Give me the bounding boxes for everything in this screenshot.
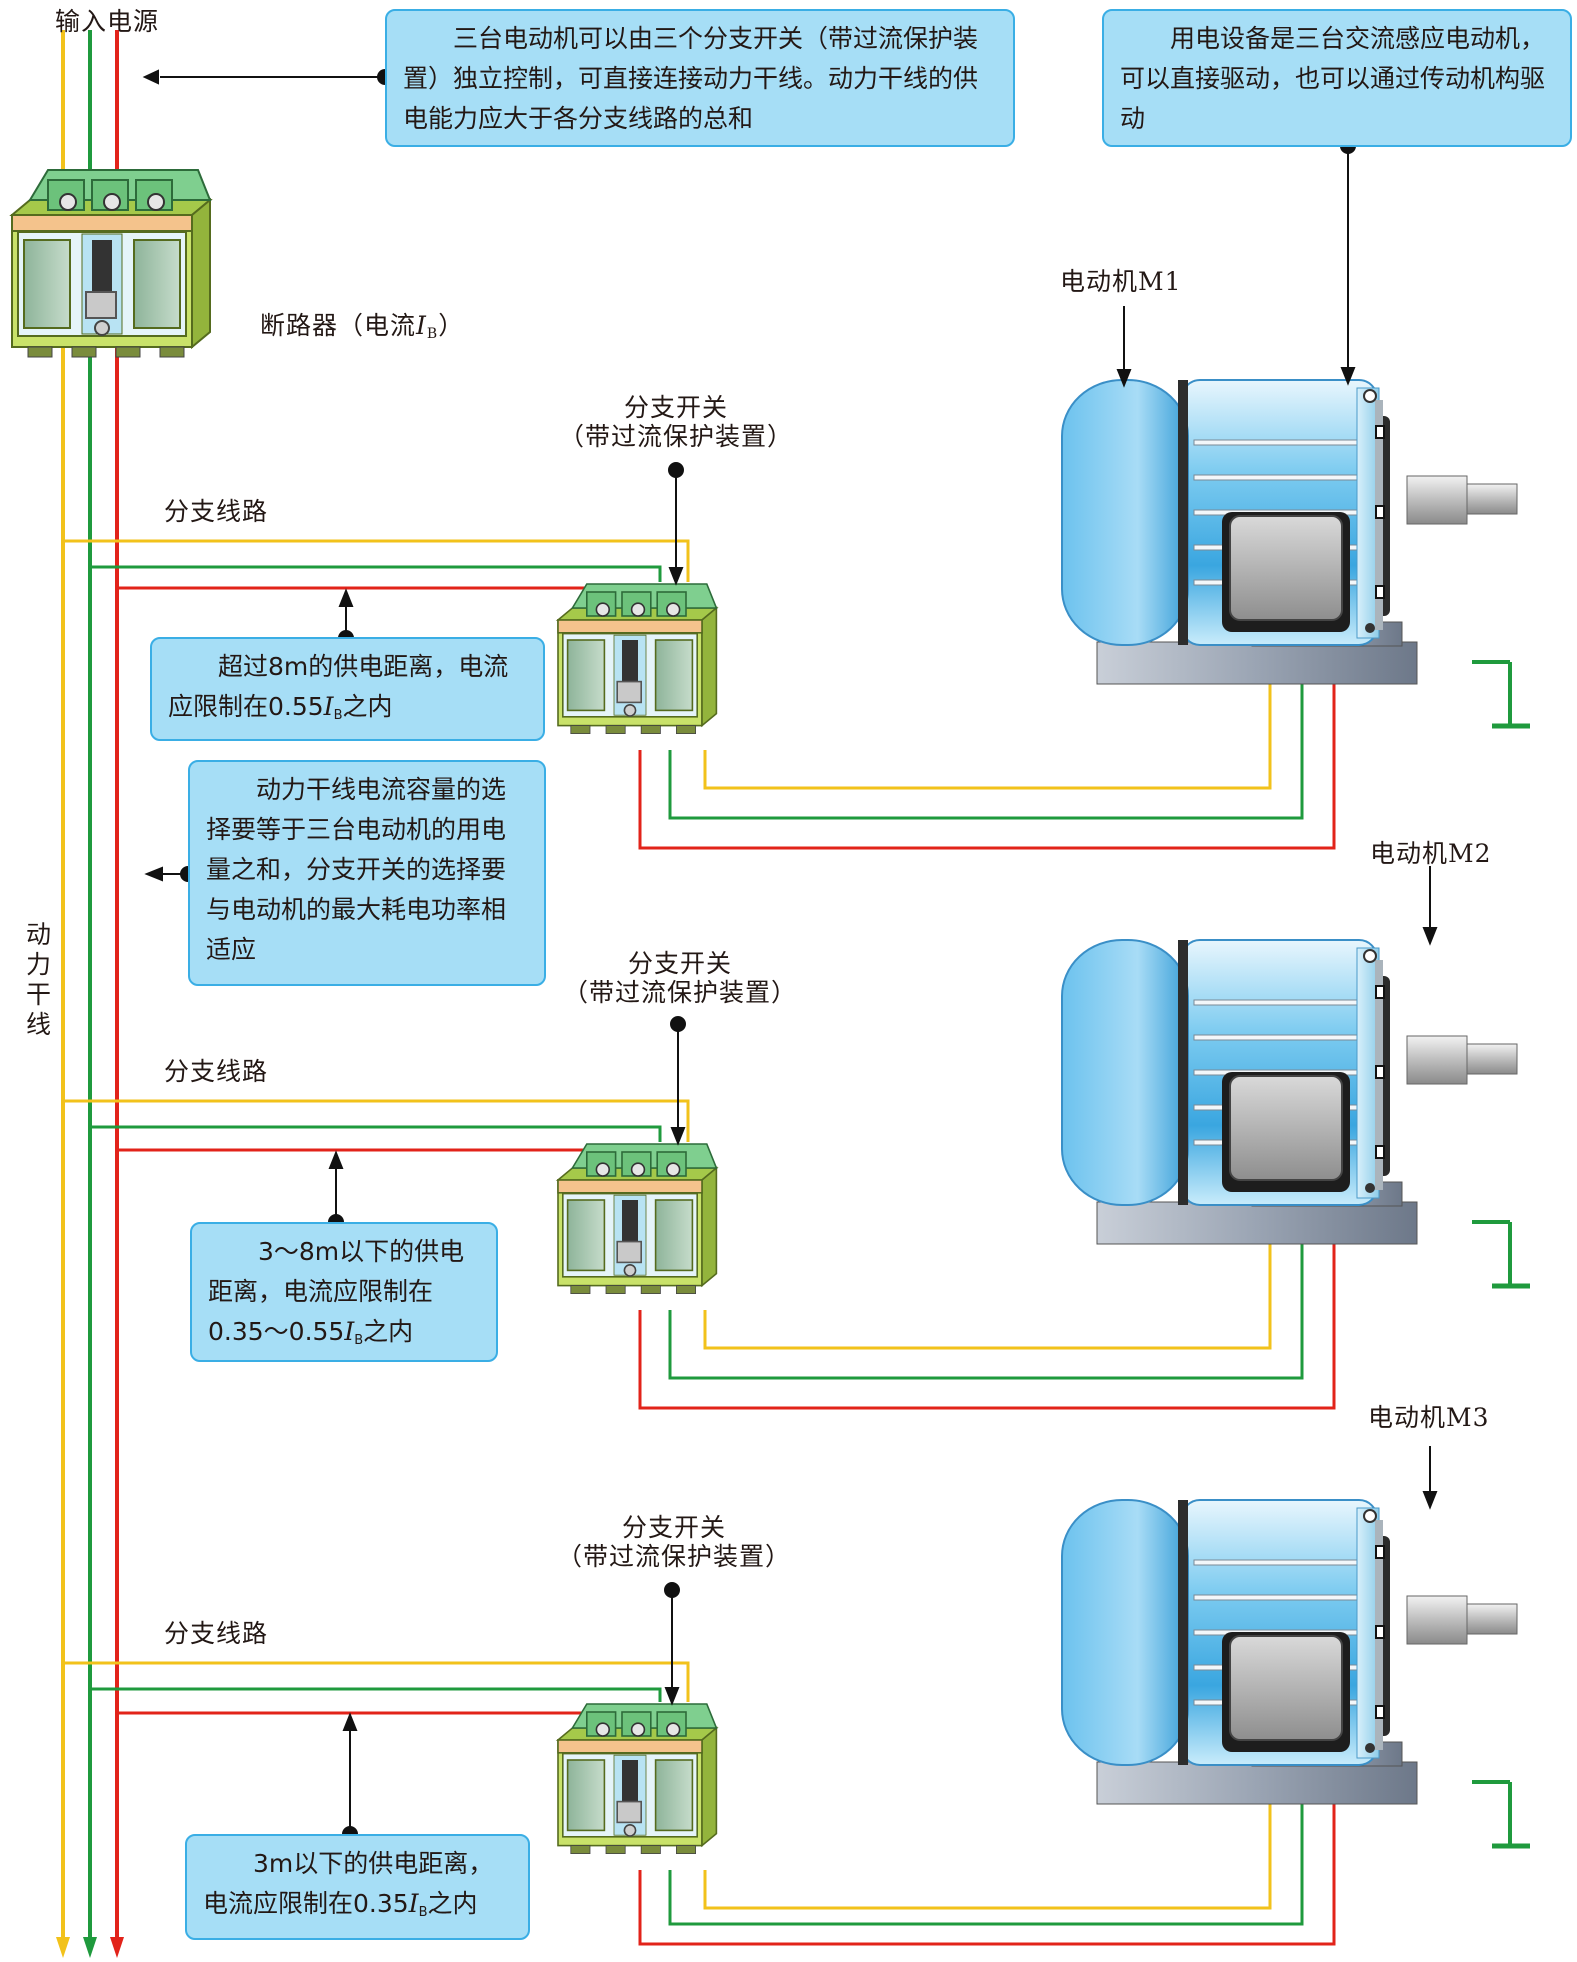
trunk-line-label: 动力干线 — [26, 920, 53, 1039]
breaker-label: 断路器（电流IB） — [260, 311, 465, 342]
motor-m2-label: 电动机M2 — [1370, 839, 1492, 868]
branch-switch-icon-2 — [557, 1143, 718, 1295]
breaker-icon — [11, 169, 211, 358]
branch-switch-icon-1 — [557, 583, 718, 735]
arrow-icon-group — [142, 69, 1438, 1842]
ground-icon-3 — [1472, 1782, 1530, 1846]
note-distance-3-to-8m: 3～8m以下的供电距离，电流应限制在0.35～0.55IB之内 — [190, 1222, 498, 1362]
note-distance-over-8m: 超过8m的供电距离，电流应限制在0.55IB之内 — [150, 637, 545, 741]
branch-switch-label-1: 分支开关 （带过流保护装置） — [558, 393, 793, 451]
branch-line-label-1: 分支线路 — [164, 497, 269, 526]
motor-icon-3 — [1061, 1499, 1518, 1805]
motor-icon-2 — [1061, 939, 1518, 1245]
note-top-center: 三台电动机可以由三个分支开关（带过流保护装置）独立控制，可直接连接动力干线。动力… — [385, 9, 1015, 147]
branch-switch-label-2: 分支开关 （带过流保护装置） — [562, 949, 797, 1007]
branch-switch-icon-3 — [557, 1703, 718, 1855]
note-trunk-capacity: 动力干线电流容量的选择要等于三台电动机的用电量之和，分支开关的选择要与电动机的最… — [188, 760, 546, 986]
branch-switch-label-3: 分支开关 （带过流保护装置） — [556, 1513, 791, 1571]
note-top-right: 用电设备是三台交流感应电动机，可以直接驱动，也可以通过传动机构驱动 — [1102, 9, 1572, 147]
branch-wires-3 — [63, 1661, 1336, 1946]
motor-m3-label: 电动机M3 — [1368, 1403, 1490, 1432]
branch-line-label-2: 分支线路 — [164, 1057, 269, 1086]
input-power-label: 输入电源 — [55, 7, 160, 36]
ground-icon-1 — [1472, 662, 1530, 726]
motor-m1-label: 电动机M1 — [1060, 267, 1182, 296]
note-distance-under-3m: 3m以下的供电距离，电流应限制在0.35IB之内 — [185, 1834, 530, 1940]
motor-icon-1 — [1061, 379, 1518, 685]
ground-icon-2 — [1472, 1222, 1530, 1286]
branch-line-label-3: 分支线路 — [164, 1619, 269, 1648]
